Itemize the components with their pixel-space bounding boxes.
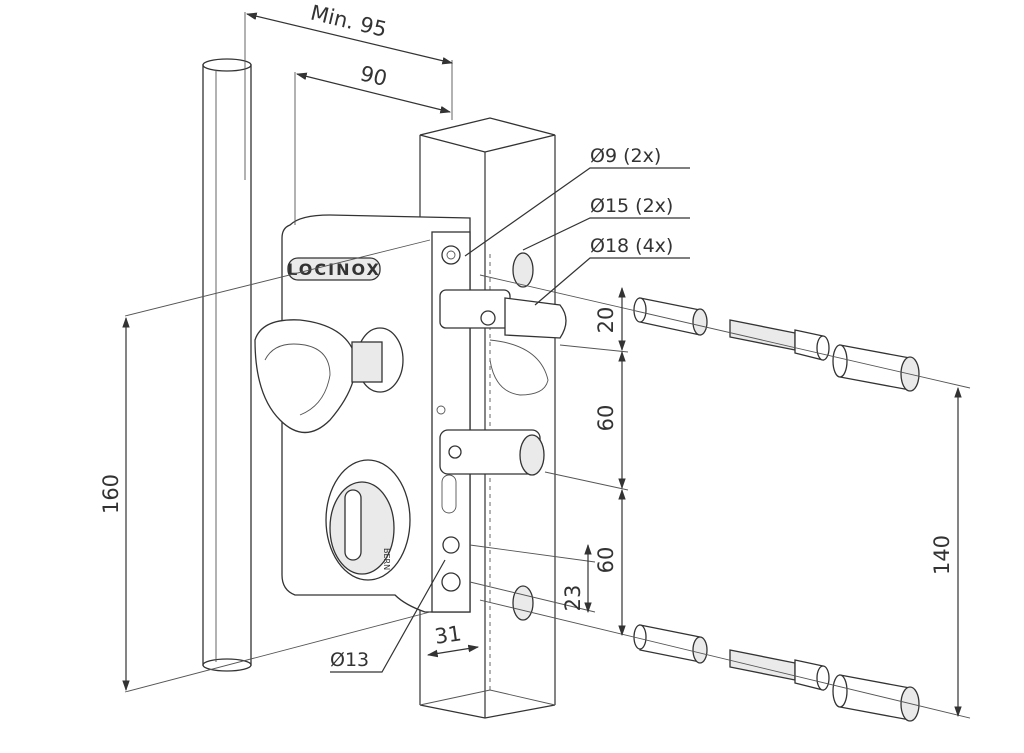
fixing-hardware-top bbox=[633, 297, 920, 392]
extension-lines bbox=[124, 12, 971, 719]
callout-d9: Ø9 (2x) bbox=[590, 145, 661, 167]
leader-lines bbox=[330, 167, 690, 673]
round-post bbox=[202, 58, 252, 672]
dim-spacing-low: 60 bbox=[594, 547, 618, 574]
front-plate bbox=[431, 231, 471, 613]
dim-depth: 90 bbox=[358, 61, 390, 91]
callout-d15: Ø15 (2x) bbox=[590, 195, 673, 217]
fixing-hardware-bottom bbox=[633, 624, 920, 722]
latch bbox=[439, 289, 567, 396]
dim-spacing-mid: 60 bbox=[594, 405, 618, 432]
dim-min-depth: Min. 95 bbox=[308, 0, 389, 41]
brand-label: LOCINOX bbox=[287, 260, 381, 279]
dimension-lines bbox=[122, 12, 962, 718]
dim-bolt-spacing: 140 bbox=[930, 535, 954, 575]
deadbolt bbox=[439, 429, 545, 476]
knob bbox=[254, 319, 404, 434]
square-profile bbox=[419, 117, 556, 719]
cylinder: BERN bbox=[325, 459, 411, 581]
brand-plate bbox=[287, 257, 381, 281]
dim-offset: 31 bbox=[433, 621, 463, 648]
callout-d18: Ø18 (4x) bbox=[590, 235, 673, 257]
dim-spacing-bottom: 23 bbox=[561, 585, 585, 612]
callout-d13: Ø13 bbox=[330, 649, 369, 671]
cylinder-mark: BERN bbox=[382, 548, 391, 570]
lock-body: LOCINOX BERN bbox=[254, 214, 567, 613]
dim-spacing-top: 20 bbox=[594, 307, 618, 334]
dim-height: 160 bbox=[99, 474, 123, 514]
